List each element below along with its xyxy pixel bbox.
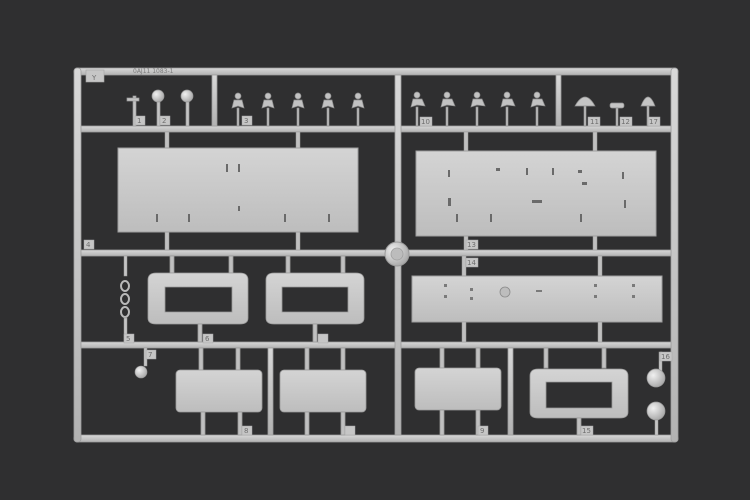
part-number: 4 bbox=[86, 241, 91, 249]
part-8-box-b bbox=[279, 347, 367, 436]
part-3-item bbox=[231, 92, 245, 127]
part-13-panel bbox=[415, 150, 657, 237]
part-number: 7 bbox=[148, 351, 152, 359]
part-2-stem-a bbox=[156, 101, 161, 127]
part-6-frames bbox=[147, 255, 365, 343]
part-3-item bbox=[321, 92, 335, 127]
part-5-chain bbox=[120, 255, 130, 343]
part-11-stem bbox=[615, 107, 619, 127]
part-dome-stem bbox=[583, 105, 587, 127]
runner-lower-right bbox=[507, 347, 514, 436]
frame-bottom-rail bbox=[73, 434, 679, 443]
part-number: 16 bbox=[661, 353, 670, 361]
part-8-boxes bbox=[175, 347, 502, 436]
runner-header-right bbox=[555, 74, 562, 127]
runner-3 bbox=[80, 341, 672, 349]
part-number: 9 bbox=[480, 427, 484, 435]
part-number: 12 bbox=[621, 118, 630, 126]
part-3-item bbox=[351, 92, 365, 127]
small-parts-top-right bbox=[574, 96, 656, 127]
part-number: 10 bbox=[421, 118, 430, 126]
part-2-stem-b bbox=[185, 101, 190, 127]
part-number: 15 bbox=[582, 427, 591, 435]
part-number-tabs: 1 2 3 10 11 12 4 13 14 5 6 7 8 9 15 16 1… bbox=[83, 115, 673, 436]
runner-1 bbox=[80, 125, 672, 133]
part-2-ball-a bbox=[151, 89, 165, 103]
part-9-box bbox=[414, 347, 502, 436]
sprue-letter: Y bbox=[91, 74, 97, 82]
part-number: 5 bbox=[126, 335, 130, 343]
frame-right-rail bbox=[670, 67, 679, 443]
part-11-cap bbox=[609, 102, 625, 109]
part-number: 6 bbox=[205, 335, 210, 343]
part-8-box-a bbox=[175, 347, 263, 436]
part-1-post bbox=[132, 95, 137, 127]
part-10-item bbox=[530, 91, 546, 127]
part-10-item bbox=[500, 91, 516, 127]
part-6-frame-b bbox=[265, 255, 365, 343]
part-3-group bbox=[231, 92, 365, 127]
part-10-item bbox=[440, 91, 456, 127]
part-10-item bbox=[470, 91, 486, 127]
sprue-header-code: 0AJ11 1083-1 bbox=[133, 68, 174, 75]
part-10-group bbox=[410, 91, 546, 127]
part-dome bbox=[574, 96, 596, 107]
part-1-handle bbox=[126, 97, 140, 102]
part-12-bell bbox=[640, 96, 656, 107]
part-6-frame-a bbox=[147, 255, 249, 343]
part-number: 3 bbox=[244, 117, 248, 125]
part-number: 2 bbox=[162, 117, 166, 125]
runner-2 bbox=[80, 249, 672, 257]
part-2-ball-b bbox=[180, 89, 194, 103]
part-16-balls bbox=[646, 351, 666, 436]
part-number: 1 bbox=[137, 117, 141, 125]
runner-lower-left bbox=[267, 347, 274, 436]
sprue-hub-inner bbox=[390, 247, 404, 261]
part-number: 17 bbox=[649, 118, 658, 126]
part-4-panel bbox=[117, 147, 359, 233]
frame-left-rail bbox=[73, 67, 82, 443]
part-3-item bbox=[261, 92, 275, 127]
runner-header-left bbox=[211, 74, 218, 127]
part-number: 14 bbox=[467, 259, 476, 267]
part-number: 8 bbox=[244, 427, 248, 435]
part-number: 11 bbox=[590, 118, 599, 126]
part-3-item bbox=[291, 92, 305, 127]
part-10-item bbox=[410, 91, 426, 127]
small-parts-top bbox=[126, 89, 194, 127]
part-14-panel bbox=[411, 255, 663, 343]
sprue-letter-tab bbox=[85, 69, 105, 83]
part-number: 13 bbox=[467, 241, 476, 249]
